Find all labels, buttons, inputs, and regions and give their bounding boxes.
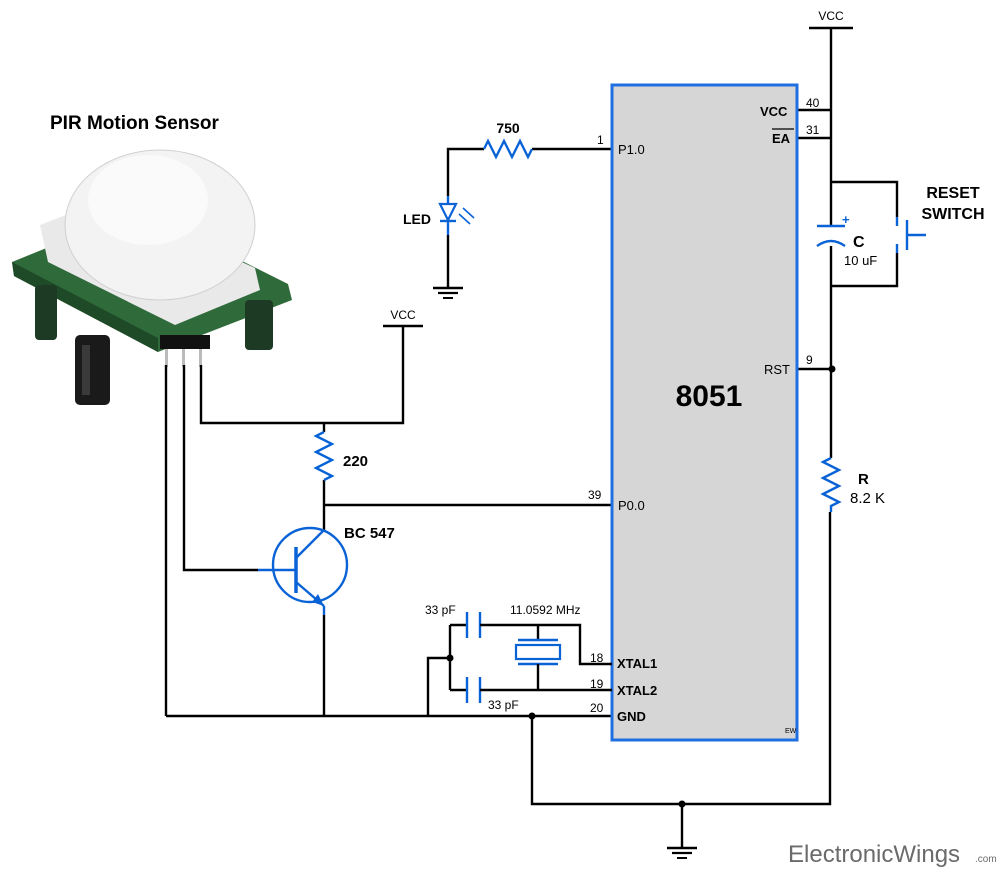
reset-res-name: R — [858, 471, 869, 488]
pin-number-31: 31 — [806, 123, 820, 137]
mcu-pins: 40 VCC 31 EA 1 P1.0 9 RST 39 P0.0 18 XTA… — [588, 96, 820, 724]
pin-number-40: 40 — [806, 96, 820, 110]
reset-switch-label-line1: RESET — [926, 185, 980, 202]
pin-number-20: 20 — [590, 701, 604, 715]
pin-number-1: 1 — [597, 133, 604, 147]
reset-resistor — [820, 456, 842, 512]
pin-name-p10: P1.0 — [618, 142, 645, 157]
resistor-220-label: 220 — [343, 453, 368, 470]
pin-name-ea: EA — [772, 131, 791, 146]
crystal-capacitor-top — [450, 612, 612, 666]
pin-number-18: 18 — [590, 651, 604, 665]
pin-name-vcc: VCC — [760, 104, 788, 119]
watermark: ElectronicWings — [788, 841, 960, 868]
transistor-label: BC 547 — [344, 525, 395, 542]
reset-capacitor — [816, 224, 846, 247]
resistor-750-label: 750 — [496, 120, 520, 136]
pin-name-xtal1: XTAL1 — [617, 656, 657, 671]
junction-dots — [446, 365, 836, 808]
chip-corner-mark: EW — [785, 728, 797, 735]
cap-bottom-label: 33 pF — [488, 698, 519, 712]
reset-cap-name: C — [853, 234, 865, 251]
pir-sensor-title: PIR Motion Sensor — [50, 113, 220, 134]
ground-symbol-main — [667, 846, 697, 859]
led-symbol — [438, 196, 475, 235]
reset-switch — [895, 217, 926, 253]
vcc-label-top: VCC — [818, 9, 844, 23]
led-label: LED — [403, 211, 431, 227]
mcu-name: 8051 — [676, 380, 743, 413]
reset-res-value: 8.2 K — [850, 490, 885, 507]
reset-cap-polarity: + — [842, 212, 850, 227]
pin-name-gnd: GND — [617, 709, 646, 724]
reset-switch-label-line2: SWITCH — [921, 206, 984, 223]
pin-name-p00: P0.0 — [618, 498, 645, 513]
transistor-bc547 — [258, 526, 349, 615]
mcu-8051-chip — [610, 83, 799, 742]
vcc-label-sensor: VCC — [390, 308, 416, 322]
pin-name-xtal2: XTAL2 — [617, 683, 657, 698]
resistor-220 — [313, 430, 335, 482]
resistor-750 — [482, 138, 534, 160]
pir-sensor-module — [12, 149, 292, 405]
cap-top-label: 33 pF — [425, 603, 456, 617]
crystal-oscillator — [514, 625, 562, 690]
reset-cap-value: 10 uF — [844, 253, 877, 268]
pin-number-39: 39 — [588, 488, 602, 502]
pin-number-9: 9 — [806, 353, 813, 367]
crystal-label: 11.0592 MHz — [510, 603, 580, 617]
ground-symbol-led — [433, 286, 463, 299]
pin-number-19: 19 — [590, 677, 604, 691]
watermark-suffix: .com — [975, 854, 997, 865]
crystal-capacitor-bottom — [450, 677, 612, 703]
pin-name-rst: RST — [764, 362, 790, 377]
